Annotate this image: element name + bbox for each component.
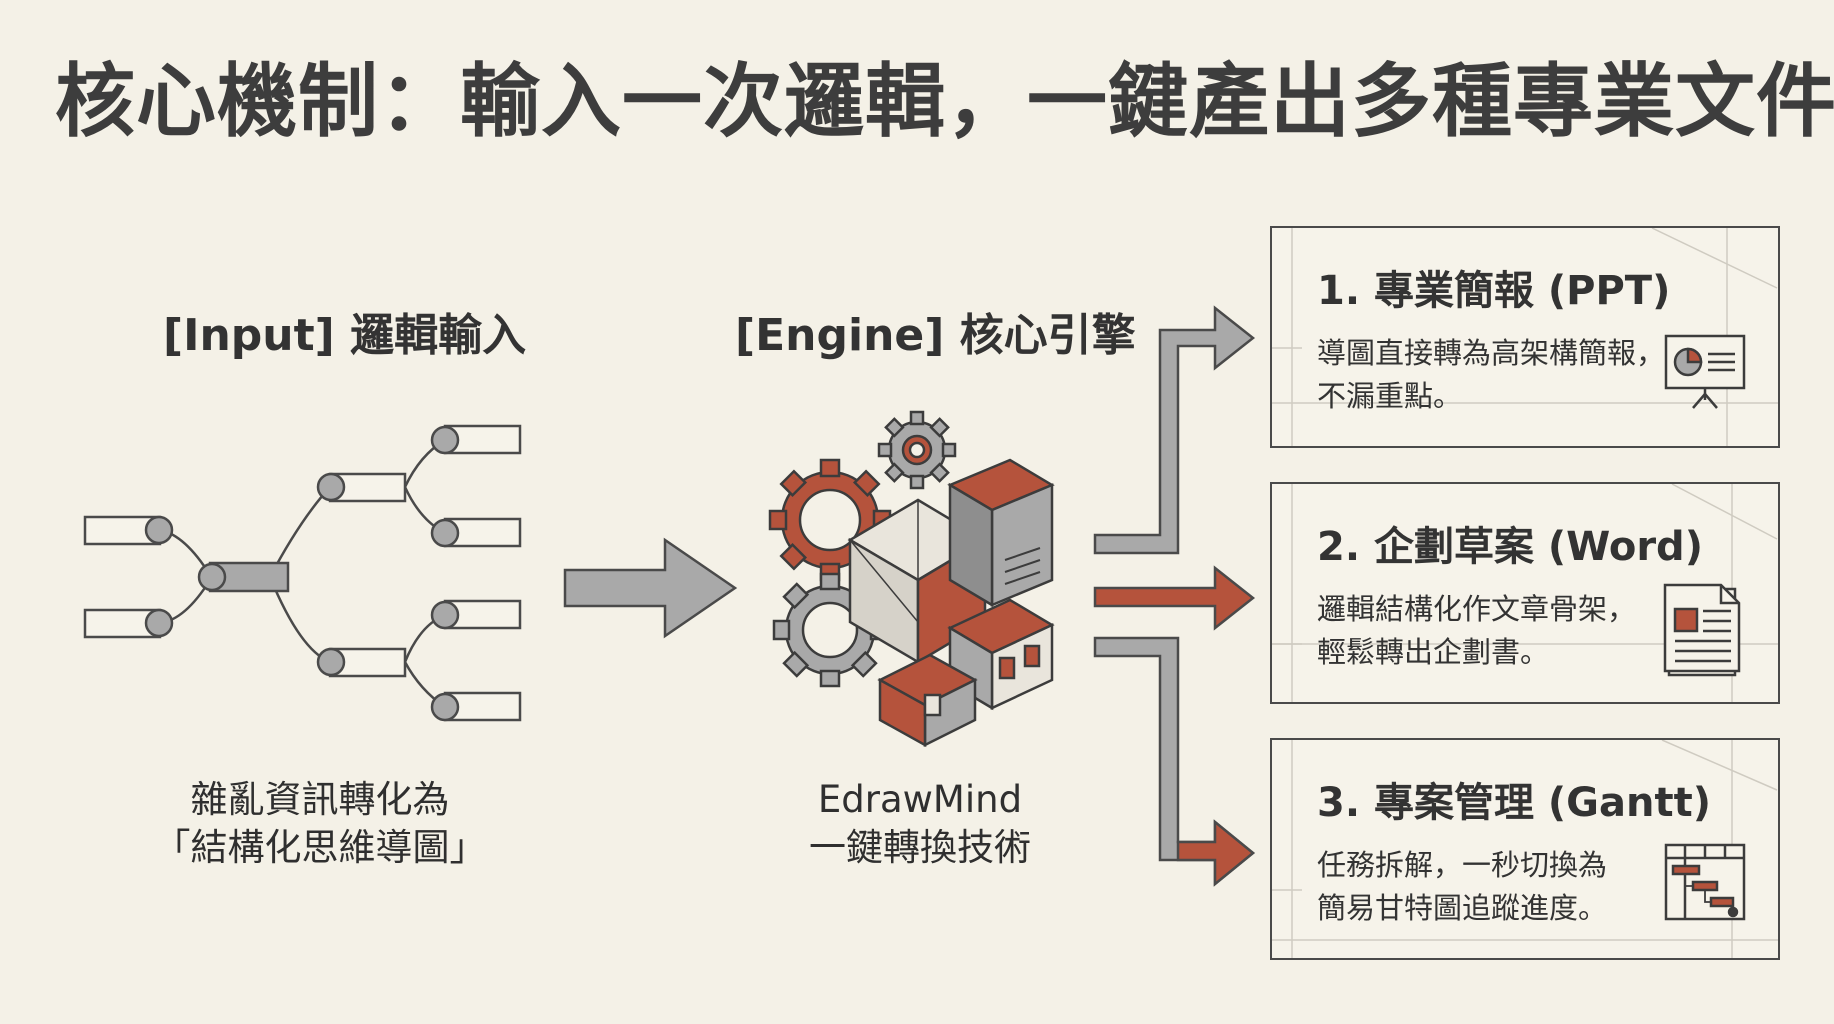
- output-card-gantt: 3. 專案管理 (Gantt) 任務拆解，一秒切換為 簡易甘特圖追蹤進度。: [1270, 738, 1780, 960]
- engine-caption: EdrawMind 一鍵轉換技術: [760, 776, 1080, 872]
- output-title: 2. 企劃草案 (Word): [1317, 524, 1703, 570]
- gantt-chart-icon: [1664, 843, 1746, 921]
- block-icon: [877, 653, 978, 748]
- input-caption: 雜亂資訊轉化為 「結構化思維導圖」: [150, 776, 490, 872]
- output-card-word: 2. 企劃草案 (Word) 邏輯結構化作文章骨架， 輕鬆轉出企劃書。: [1270, 482, 1780, 704]
- engine-caption-line2: 一鍵轉換技術: [809, 826, 1031, 869]
- gear-icon: [877, 410, 957, 490]
- output-arrow-ppt: [1093, 305, 1256, 555]
- output-title: 3. 專案管理 (Gantt): [1317, 780, 1711, 826]
- output-title: 1. 專業簡報 (PPT): [1317, 268, 1671, 314]
- engine-illustration: [768, 410, 1055, 748]
- output-desc-line2: 簡易甘特圖追蹤進度。: [1317, 891, 1608, 925]
- output-description: 導圖直接轉為高架構簡報， 不漏重點。: [1317, 332, 1666, 418]
- engine-caption-line1: EdrawMind: [817, 778, 1023, 821]
- output-desc-line1: 任務拆解，一秒切換為: [1317, 848, 1608, 882]
- output-desc-line2: 不漏重點。: [1317, 379, 1463, 413]
- output-desc-line1: 導圖直接轉為高架構簡報，: [1317, 336, 1666, 370]
- output-desc-line2: 輕鬆轉出企劃書。: [1317, 635, 1550, 669]
- engine-heading: [Engine] 核心引擎: [735, 310, 1136, 361]
- flow-arrow: [563, 537, 738, 639]
- input-caption-line2: 「結構化思維導圖」: [153, 826, 487, 869]
- card-background-sketch: [1272, 740, 1778, 958]
- output-card-ppt: 1. 專業簡報 (PPT) 導圖直接轉為高架構簡報， 不漏重點。: [1270, 226, 1780, 448]
- input-heading: [Input] 邏輯輸入: [163, 310, 527, 361]
- document-icon: [1663, 583, 1741, 677]
- presentation-board-icon: [1664, 334, 1746, 409]
- output-description: 任務拆解，一秒切換為 簡易甘特圖追蹤進度。: [1317, 844, 1657, 930]
- output-desc-line1: 邏輯結構化作文章骨架，: [1317, 592, 1637, 626]
- input-caption-line1: 雜亂資訊轉化為: [190, 778, 450, 821]
- page-title: 核心機制：輸入一次邏輯，一鍵產出多種專業文件: [55, 55, 1834, 148]
- output-description: 邏輯結構化作文章骨架， 輕鬆轉出企劃書。: [1317, 588, 1657, 674]
- output-arrow-word: [1093, 565, 1256, 631]
- block-icon: [947, 458, 1055, 608]
